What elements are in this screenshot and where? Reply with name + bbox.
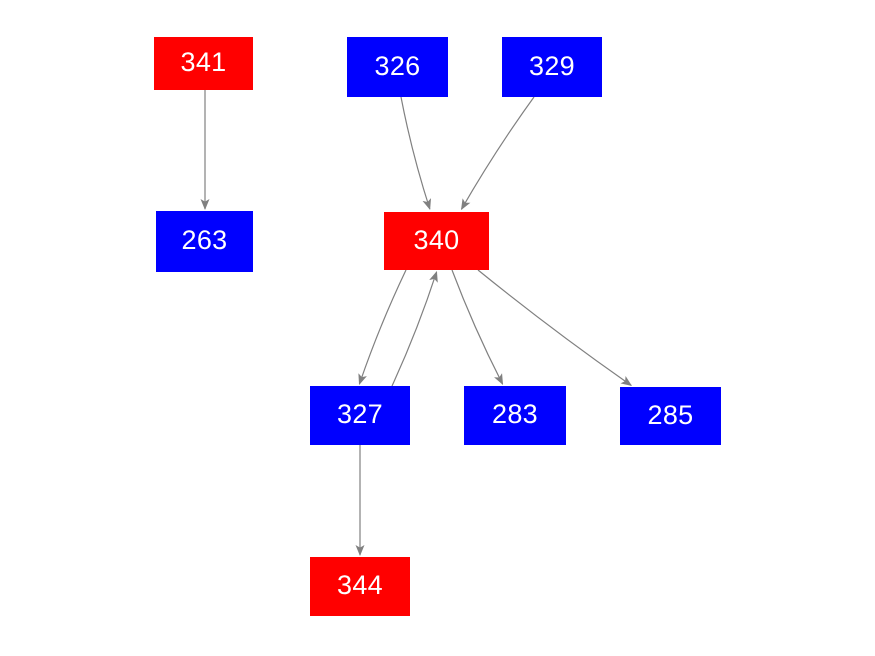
graph-node-label: 344 (337, 570, 383, 600)
graph-edge-326-to-340 (400, 96, 432, 210)
graph-node-label: 327 (337, 399, 383, 429)
graph-node-label: 283 (492, 399, 538, 429)
graph-node-326[interactable]: 326 (347, 37, 448, 97)
graph-edge-340-to-283 (451, 269, 504, 385)
graph-node-label: 326 (374, 50, 421, 81)
graph-edge-340-to-285 (477, 269, 633, 386)
graph-node-285[interactable]: 285 (620, 387, 721, 445)
graph-node-label: 263 (181, 225, 228, 255)
graph-node-label: 329 (529, 50, 575, 81)
graph-node-329[interactable]: 329 (502, 37, 602, 97)
graph-node-label: 285 (647, 399, 694, 430)
graph-node-340[interactable]: 340 (384, 212, 489, 270)
graph-edge-327-to-340 (391, 270, 438, 387)
graph-node-344[interactable]: 344 (310, 557, 410, 616)
graph-edges (200, 90, 633, 556)
graph-node-label: 340 (413, 224, 460, 255)
graph-node-327[interactable]: 327 (310, 386, 410, 445)
graph-node-283[interactable]: 283 (464, 386, 566, 445)
graph-node-label: 341 (180, 47, 227, 77)
graph-node-341[interactable]: 341 (154, 37, 253, 90)
graph-edge-329-to-340 (460, 96, 535, 211)
graph-node-263[interactable]: 263 (156, 211, 253, 272)
graph-edge-340-to-327 (358, 269, 407, 386)
